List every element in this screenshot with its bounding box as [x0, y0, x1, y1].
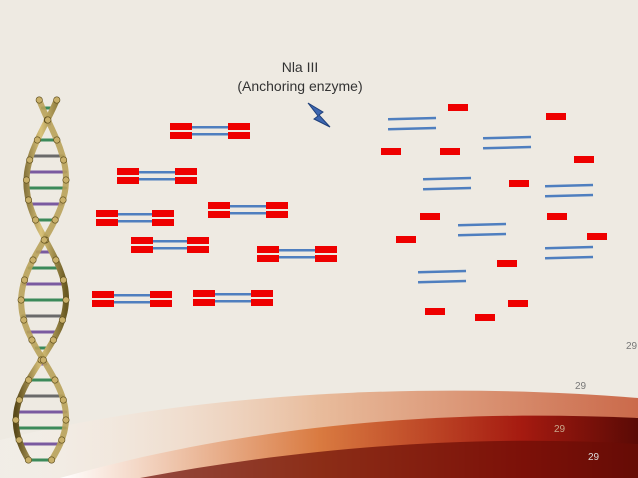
dna-helix: [12, 96, 70, 464]
sticky-end: [546, 113, 566, 120]
cut-fragment: [545, 245, 594, 260]
enzyme-role: (Anchoring enzyme): [237, 78, 363, 94]
page-number: 29: [588, 452, 600, 463]
enzyme-label: Nla III (Anchoring enzyme): [200, 58, 400, 96]
ligated-fragment: [117, 168, 197, 184]
cut-fragment: [545, 183, 594, 198]
page-number: 29: [626, 341, 638, 352]
cut-fragment: [458, 222, 507, 237]
cut-fragment: [483, 135, 532, 150]
sticky-end: [448, 104, 468, 111]
sticky-end: [547, 213, 567, 220]
sticky-end: [425, 308, 445, 315]
sticky-end: [420, 213, 440, 220]
ligated-fragment: [193, 290, 273, 306]
ligated-fragment: [92, 291, 172, 307]
page-number: 29: [554, 424, 566, 435]
ligated-fragment: [257, 246, 337, 262]
ligated-fragment: [96, 210, 174, 226]
ligated-fragment: [170, 123, 250, 139]
cut-fragment: [423, 176, 472, 191]
sticky-end: [440, 148, 460, 155]
sticky-end: [381, 148, 401, 155]
sticky-end: [396, 236, 416, 243]
ligated-fragment: [208, 202, 288, 218]
cut-fragment: [388, 116, 437, 131]
sticky-end: [508, 300, 528, 307]
cut-fragment: [418, 269, 467, 284]
sticky-end: [475, 314, 495, 321]
ligated-fragment: [131, 237, 209, 253]
sticky-end: [509, 180, 529, 187]
sticky-end: [574, 156, 594, 163]
sticky-end: [587, 233, 607, 240]
enzyme-name: Nla III: [281, 59, 319, 75]
sticky-end: [497, 260, 517, 267]
page-number: 29: [575, 381, 587, 392]
